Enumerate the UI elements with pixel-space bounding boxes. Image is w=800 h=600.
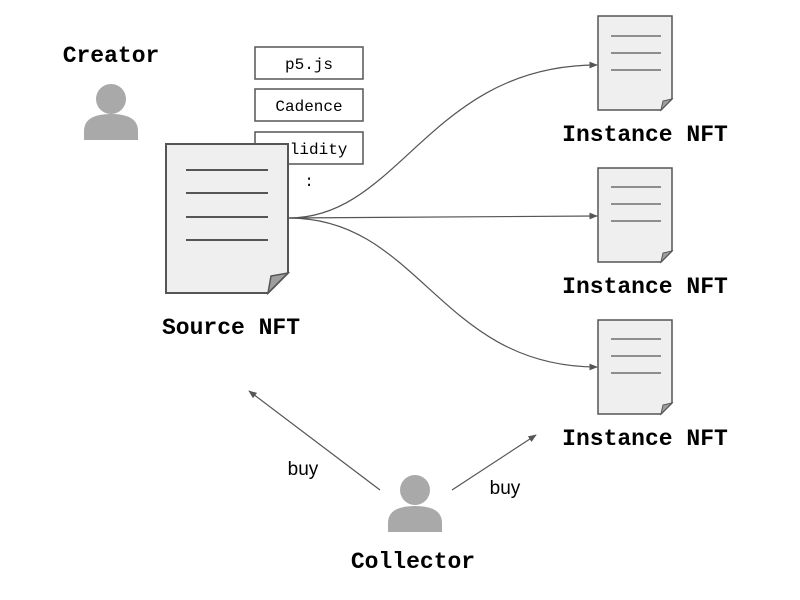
creator-label: Creator xyxy=(63,43,160,69)
tech-box-cadence: Cadence xyxy=(254,88,364,122)
tech-label-p5js: p5.js xyxy=(285,56,333,74)
buy-instance-arrow xyxy=(451,434,537,491)
source-document-icon xyxy=(165,143,291,296)
instance-nft-label: Instance NFT xyxy=(562,274,728,300)
tech-box-solidity: Solidity xyxy=(254,131,364,165)
instance-document-icon xyxy=(597,319,674,416)
connector-source-to-instance-1 xyxy=(288,61,598,219)
collector-person-icon xyxy=(388,475,442,532)
tech-more-ellipsis: : xyxy=(304,173,314,191)
instance-document-icon xyxy=(597,167,674,264)
buy-source-label: buy xyxy=(288,459,319,480)
source-nft-label: Source NFT xyxy=(162,315,300,341)
instance-document-icon xyxy=(597,15,674,112)
buy-instance-label: buy xyxy=(490,478,521,499)
buy-source-arrow xyxy=(248,390,381,491)
connector-source-to-instance-2 xyxy=(288,212,598,220)
tech-label-cadence: Cadence xyxy=(275,98,342,116)
tech-box-p5js: p5.js xyxy=(254,46,364,80)
tech-label-solidity: Solidity xyxy=(271,141,348,159)
instance-nft-label: Instance NFT xyxy=(562,122,728,148)
connector-source-to-instance-3 xyxy=(288,217,598,371)
collector-label: Collector xyxy=(351,549,475,575)
creator-person-icon xyxy=(84,84,138,140)
instance-nft-label: Instance NFT xyxy=(562,426,728,452)
